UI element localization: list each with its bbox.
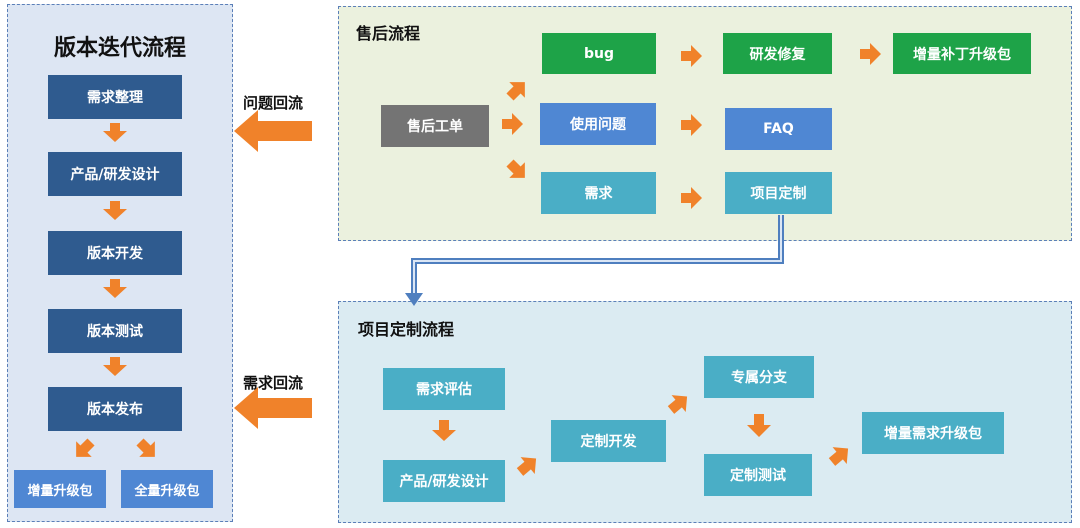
arrow-bug-to-fix <box>681 45 702 67</box>
step-product-design: 产品/研发设计 <box>48 152 182 196</box>
custom-dev-box: 定制开发 <box>551 420 666 462</box>
arrow-design-to-dev <box>516 457 537 476</box>
aftersales-title: 售后流程 <box>356 24 421 43</box>
aftersales-ticket-box: 售后工单 <box>381 105 489 147</box>
arrow-to-bug <box>506 82 525 101</box>
step-version-release: 版本发布 <box>48 387 182 431</box>
arrow-dev-to-branch <box>667 395 688 414</box>
down-arrow-2 <box>103 201 127 220</box>
diag-arrow-left-out <box>76 438 95 457</box>
usage-issue-box: 使用问题 <box>540 103 656 145</box>
project-custom-box: 项目定制 <box>725 172 832 214</box>
down-arrow-4 <box>103 357 127 376</box>
issue-backflow-arrow <box>234 110 312 152</box>
demand-backflow-arrow <box>234 387 312 429</box>
patch-package-box: 增量补丁升级包 <box>893 33 1031 74</box>
step-demand-sorting: 需求整理 <box>48 75 182 119</box>
step-version-dev: 版本开发 <box>48 231 182 275</box>
faq-box: FAQ <box>725 108 832 150</box>
output-full-package: 全量升级包 <box>121 470 213 508</box>
arrow-usage-to-faq <box>681 114 702 136</box>
project-design-box: 产品/研发设计 <box>383 460 505 502</box>
bug-box: bug <box>542 33 656 74</box>
issue-backflow-label: 问题回流 <box>243 94 304 112</box>
arrow-eval-to-design <box>432 420 456 441</box>
version-flow-title: 版本迭代流程 <box>53 36 186 61</box>
dev-fix-box: 研发修复 <box>723 33 832 74</box>
arrow-to-usage <box>502 113 523 135</box>
demand-package-box: 增量需求升级包 <box>862 412 1004 454</box>
arrow-demand-to-custom <box>681 187 702 209</box>
custom-connector-line <box>405 215 784 306</box>
custom-test-box: 定制测试 <box>704 454 812 496</box>
exclusive-branch-box: 专属分支 <box>704 356 814 398</box>
arrow-test-to-package <box>828 447 849 466</box>
step-version-test: 版本测试 <box>48 309 182 353</box>
arrow-fix-to-patch <box>860 43 881 65</box>
project-flow-title: 项目定制流程 <box>358 320 455 339</box>
demand-eval-box: 需求评估 <box>383 368 505 410</box>
down-arrow-3 <box>103 279 127 298</box>
demand-backflow-label: 需求回流 <box>243 374 304 392</box>
demand-box: 需求 <box>541 172 656 214</box>
arrow-to-demand <box>506 159 525 178</box>
diag-arrow-right-out <box>136 438 155 457</box>
down-arrow-1 <box>103 123 127 142</box>
output-incremental-package: 增量升级包 <box>14 470 106 508</box>
arrow-branch-to-test <box>747 414 771 437</box>
